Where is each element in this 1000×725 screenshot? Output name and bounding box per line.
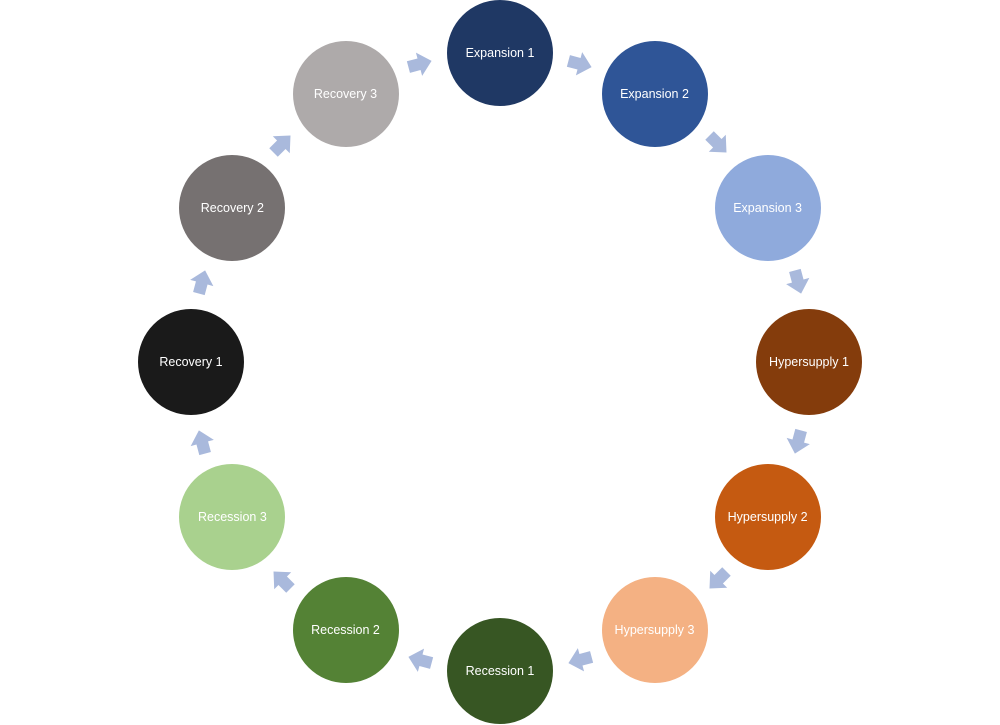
node-recovery-2: Recovery 2 (179, 154, 286, 261)
node-recovery-1: Recovery 1 (138, 309, 244, 415)
node-label: Recession 1 (465, 664, 535, 678)
node-label: Hypersupply 2 (727, 509, 808, 524)
flow-arrow-icon (700, 562, 737, 599)
node-hypersupply-3: Hypersupply 3 (601, 576, 708, 683)
flow-arrow-icon (783, 426, 815, 458)
node-label: Expansion 1 (465, 46, 535, 60)
node-label: Recession 3 (197, 509, 267, 524)
node-label: Expansion 3 (733, 200, 802, 215)
node-label: Expansion 2 (620, 87, 689, 102)
node-label: Recovery 3 (313, 87, 378, 102)
node-recession-3: Recession 3 (179, 463, 286, 570)
flow-arrow-icon (263, 125, 300, 162)
node-recession-1: Recession 1 (447, 618, 553, 724)
flow-arrow-icon (564, 48, 596, 80)
node-expansion-1: Expansion 1 (447, 0, 553, 106)
node-recession-2: Recession 2 (292, 576, 399, 683)
node-recovery-3: Recovery 3 (292, 41, 399, 148)
node-label: Hypersupply 1 (769, 355, 849, 369)
node-expansion-3: Expansion 3 (714, 154, 821, 261)
node-hypersupply-2: Hypersupply 2 (714, 463, 821, 570)
node-label: Recovery 2 (200, 200, 264, 215)
node-hypersupply-1: Hypersupply 1 (756, 309, 862, 415)
flow-arrow-icon (700, 125, 737, 162)
node-label: Hypersupply 3 (614, 622, 695, 637)
flow-arrow-icon (783, 266, 815, 298)
flow-arrow-icon (186, 426, 218, 458)
flow-arrow-icon (404, 645, 436, 677)
flow-arrow-icon (186, 266, 218, 298)
node-label: Recovery 1 (159, 355, 223, 369)
node-expansion-2: Expansion 2 (601, 41, 708, 148)
flow-arrow-icon (404, 48, 436, 80)
flow-arrow-icon (564, 645, 596, 677)
node-label: Recession 2 (311, 622, 380, 637)
flow-arrow-icon (263, 562, 300, 599)
